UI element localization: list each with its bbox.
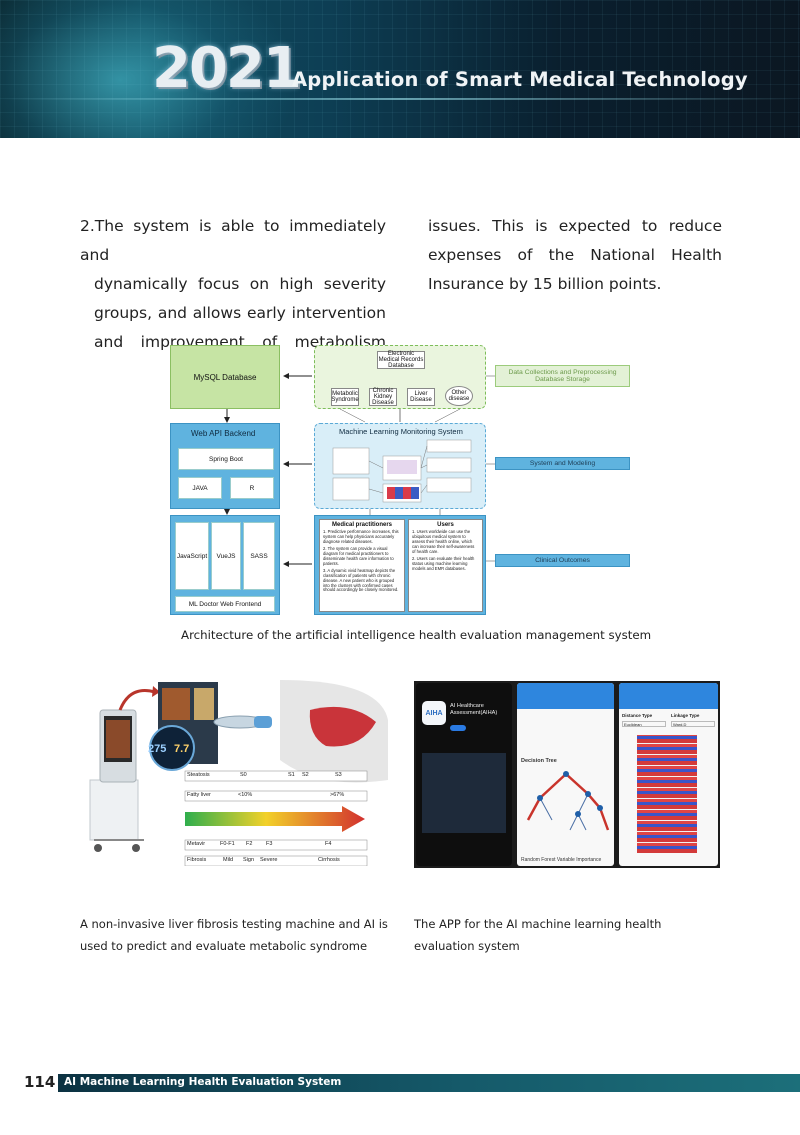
emr-database-box: Electronic Medical Records Database bbox=[377, 350, 425, 370]
f0f1-label: F0-F1 bbox=[220, 841, 235, 847]
ml-monitoring-region: Machine Learning Monitoring System bbox=[314, 423, 486, 509]
medical-practitioners-title: Medical practitioners bbox=[331, 522, 393, 528]
app-screenshots-photo: AIHA AI Healthcare Assessment(AIHA) Deci… bbox=[414, 681, 720, 868]
decision-tree-chart bbox=[526, 771, 610, 831]
rf-importance-title: Random Forest Variable Importance bbox=[521, 857, 602, 863]
web-frontend-box: JavaScript VueJS SASS ML Doctor Web Fron… bbox=[170, 515, 280, 615]
medical-practitioners-card: Medical practitioners 1. Predictive perf… bbox=[319, 519, 405, 612]
banner-glow bbox=[0, 0, 300, 138]
users-point-2: 2. Users can evaluate their health statu… bbox=[412, 555, 475, 571]
diagram-caption: Architecture of the artificial intellige… bbox=[181, 628, 652, 642]
steatosis-label: Steatosis bbox=[187, 772, 210, 778]
phone-decision-tree-screen: Decision Tree Random Forest Variable Imp… bbox=[517, 683, 614, 866]
web-api-backend-box: Web API Backend Spring Boot JAVA R bbox=[170, 423, 280, 509]
mysql-database-box: MySQL Database bbox=[170, 345, 280, 409]
footer-bar bbox=[58, 1074, 800, 1092]
ml-doctor-frontend-box: ML Doctor Web Frontend bbox=[175, 596, 275, 612]
liver-machine-illustration bbox=[89, 680, 388, 866]
f2-label: F2 bbox=[246, 841, 253, 847]
s3-label: S3 bbox=[335, 772, 342, 778]
other-disease-cloud: Other disease bbox=[445, 386, 473, 406]
app-preview-image bbox=[422, 753, 506, 833]
javascript-box: JavaScript bbox=[175, 522, 209, 590]
decision-tree-title: Decision Tree bbox=[521, 758, 557, 764]
tag-data-collection: Data Collections and Preprocessing Datab… bbox=[495, 365, 630, 387]
linkage-select[interactable]: Ward.D bbox=[671, 721, 715, 727]
s1-label: S1 bbox=[288, 772, 295, 778]
banner-year: 2021 bbox=[152, 36, 302, 101]
architecture-diagram: MySQL Database Web API Backend Spring Bo… bbox=[170, 343, 632, 615]
app-header-bar bbox=[619, 683, 718, 709]
data-collection-region: Electronic Medical Records Database Meta… bbox=[314, 345, 486, 409]
page-number: 114 bbox=[24, 1073, 56, 1091]
header-banner: 2021 Application of Smart Medical Techno… bbox=[0, 0, 800, 138]
banner-title: Application of Smart Medical Technology bbox=[292, 68, 748, 91]
metavir-label: Metavir bbox=[187, 841, 206, 847]
body-text-left-column: 2.The system is able to immediately and … bbox=[80, 212, 386, 357]
medical-point-1: 1. Predictive performance increases, thi… bbox=[323, 529, 399, 544]
r-box: R bbox=[230, 477, 274, 499]
f3-label: F3 bbox=[266, 841, 273, 847]
users-card: Users 1. Users worldwide can use the ubi… bbox=[408, 519, 483, 612]
clinical-outcomes-region: Medical practitioners 1. Predictive perf… bbox=[314, 515, 486, 615]
sass-box: SASS bbox=[243, 522, 275, 590]
vuejs-box: VueJS bbox=[211, 522, 241, 590]
app-name: AI Healthcare Assessment(AIHA) bbox=[450, 703, 498, 716]
body-line: dynamically focus on high severity bbox=[94, 275, 386, 293]
f4-label: F4 bbox=[325, 841, 332, 847]
body-text-right-column: issues. This is expected to reduce expen… bbox=[428, 212, 722, 299]
medical-point-3: 3. A dynamic vivid heatmap depicts the c… bbox=[323, 567, 399, 593]
fibrosis-label: Fibrosis bbox=[187, 857, 207, 863]
tag-system-modeling: System and Modeling bbox=[495, 457, 630, 470]
metabolic-syndrome-box: Metabolic Syndrome bbox=[331, 388, 359, 406]
users-point-1: 1. Users worldwide can use the ubiquitou… bbox=[412, 529, 475, 554]
severe-label: Severe bbox=[260, 857, 278, 863]
fatty-low-label: <10% bbox=[238, 792, 253, 798]
tag-clinical-outcomes: Clinical Outcomes bbox=[495, 554, 630, 567]
readout-value-2: 7.7 bbox=[174, 743, 190, 755]
get-button-icon bbox=[450, 725, 466, 731]
linkage-type-label: Linkage Type bbox=[671, 713, 700, 718]
liver-panel-caption: A non-invasive liver fibrosis testing ma… bbox=[80, 917, 388, 953]
phone-appstore-screen: AIHA AI Healthcare Assessment(AIHA) bbox=[416, 683, 512, 866]
web-api-backend-label: Web API Backend bbox=[191, 429, 256, 438]
aiha-logo: AIHA bbox=[422, 701, 446, 725]
ml-monitoring-label: Machine Learning Monitoring System bbox=[339, 427, 463, 436]
medical-point-2: 2. The system can provide a visual diagr… bbox=[323, 545, 394, 566]
body-line: Insurance by 15 billion points. bbox=[428, 275, 662, 293]
cirrhosis-label: Cirrhosis bbox=[318, 857, 340, 863]
body-line: issues. This is expected to reduce bbox=[428, 217, 722, 235]
footer-section-title: AI Machine Learning Health Evaluation Sy… bbox=[64, 1076, 342, 1088]
app-panel-caption: The APP for the AI machine learning heal… bbox=[414, 917, 662, 953]
mild-label: Mild bbox=[223, 857, 234, 863]
spring-boot-box: Spring Boot bbox=[178, 448, 274, 470]
java-box: JAVA bbox=[178, 477, 222, 499]
body-line: expenses of the National Health bbox=[428, 246, 722, 264]
chronic-kidney-box: Chronic Kidney Disease bbox=[369, 388, 397, 406]
phone-heatmap-screen: Distance Type Linkage Type Euclidean War… bbox=[619, 683, 718, 866]
fatty-liver-label: Fatty liver bbox=[187, 792, 211, 798]
heatmap-image bbox=[637, 735, 697, 853]
mysql-database-label: MySQL Database bbox=[193, 372, 257, 382]
body-line: 2.The system is able to immediately and bbox=[80, 217, 386, 264]
distance-select[interactable]: Euclidean bbox=[622, 721, 666, 727]
fatty-high-label: >67% bbox=[330, 792, 345, 798]
banner-grid bbox=[0, 0, 800, 138]
distance-type-label: Distance Type bbox=[622, 713, 653, 718]
s2-label: S2 bbox=[302, 772, 309, 778]
liver-fibrosis-photo: 275 7.7 Steatosis S0 S1 S2 S3 Fatty live… bbox=[80, 680, 388, 866]
body-line: groups, and allows early intervention bbox=[94, 304, 386, 322]
banner-light-streak bbox=[0, 98, 800, 100]
users-title: Users bbox=[437, 522, 454, 528]
readout-value-1: 275 bbox=[148, 743, 167, 755]
body-line: and improvement of metabolism bbox=[94, 333, 386, 351]
liver-disease-box: Liver Disease bbox=[407, 388, 435, 406]
app-header-bar bbox=[517, 683, 614, 709]
s0-label: S0 bbox=[240, 772, 247, 778]
ml-flowchart-illustration bbox=[332, 439, 472, 503]
sign-label: Sign bbox=[243, 857, 255, 863]
